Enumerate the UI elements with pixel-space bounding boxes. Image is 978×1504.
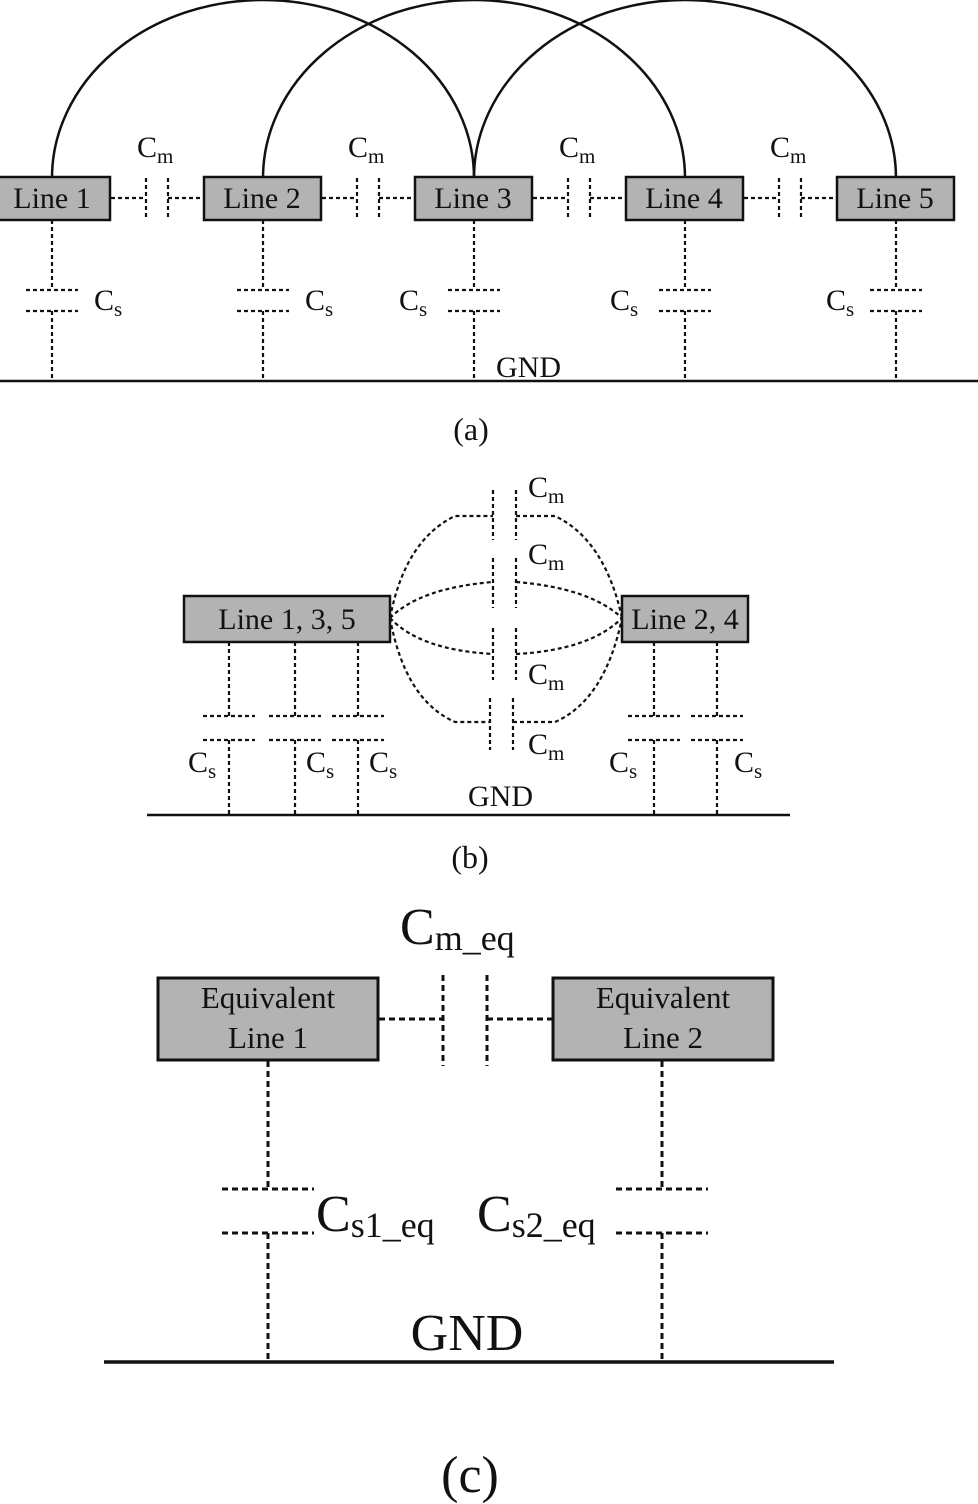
line-box-1: Line 1 [0, 175, 112, 222]
mutual-cap-label: Cm [770, 131, 806, 168]
ground-label-a: GND [496, 351, 561, 384]
self-cap-label-b4: Cs [609, 746, 637, 783]
mutual-eq-capacitor [379, 975, 552, 1066]
mutual-cap-label: Cm [137, 131, 173, 168]
mutual-cap-label: Cm [348, 131, 384, 168]
self-cap-label: Cs [399, 284, 427, 321]
self-capacitor-line4: Cs [610, 220, 711, 381]
mutual-cap-label-b4: Cm [528, 728, 564, 765]
line-box-3: Line 3 [413, 175, 534, 222]
self-capacitor-line2: Cs [237, 220, 333, 381]
mutual-cap-label-b2: Cm [528, 538, 564, 575]
self-cap-label: Cs [610, 284, 638, 321]
caption-c: (c) [441, 1447, 499, 1504]
mutual-cap-label-b1: Cm [528, 471, 564, 508]
panel-c: Cm_eq Cs1_eq Cs2_eq GND Equivalen [104, 899, 834, 1504]
self-eq-label-2: Cs2_eq [477, 1186, 596, 1245]
self-capacitor-line1: Cs [26, 220, 122, 381]
mutual-capacitor-4-5: Cm [744, 131, 836, 220]
mutual-cap-label: Cm [559, 131, 595, 168]
line-label: Line 3 [434, 182, 511, 215]
mutual-capacitor-3-4: Cm [533, 131, 625, 220]
panel-a: GND Cm Cm Cm Cm [0, 0, 978, 447]
self-eq-label-1: Cs1_eq [316, 1186, 435, 1245]
line-box-odd: Line 1, 3, 5 [182, 594, 392, 644]
line-box-4: Line 4 [624, 175, 745, 222]
line-box-even: Line 2, 4 [620, 594, 750, 644]
arc-line1-line3 [50, 0, 476, 179]
self-cap-label: Cs [826, 284, 854, 321]
self-cap-label: Cs [94, 284, 122, 321]
panel-b: GND Cm Cm Cm Cm [147, 471, 790, 875]
mutual-cap-label-b3: Cm [528, 658, 564, 695]
self-capacitors-odd [203, 642, 384, 815]
self-cap-label-b2: Cs [306, 746, 334, 783]
ground-label-c: GND [411, 1305, 524, 1362]
line-label: Line 4 [645, 182, 722, 215]
self-cap-label: Cs [305, 284, 333, 321]
self-capacitor-line3: Cs [399, 220, 500, 381]
caption-b: (b) [451, 839, 488, 875]
mutual-capacitor-plates-b [488, 490, 518, 750]
arc-line3-line5 [472, 0, 898, 179]
self-eq-capacitor-2 [616, 1061, 708, 1362]
ground-label-b: GND [468, 780, 533, 813]
line-label: Line 2, 4 [631, 603, 738, 636]
mutual-eq-label: Cm_eq [400, 899, 515, 958]
mutual-capacitor-1-2: Cm [111, 131, 203, 220]
line-label: Line 2 [223, 182, 300, 215]
mutual-capacitor-2-3: Cm [322, 131, 414, 220]
self-capacitor-line5: Cs [826, 220, 922, 381]
line-label: Line 5 [856, 182, 933, 215]
line-box-2: Line 2 [202, 175, 323, 222]
caption-a: (a) [453, 411, 489, 447]
line-label: Line 1 [13, 182, 90, 215]
self-cap-label-b3: Cs [369, 746, 397, 783]
line-box-5: Line 5 [835, 175, 956, 222]
line-label: Line 1, 3, 5 [218, 603, 355, 636]
arc-line2-line4 [261, 0, 687, 179]
self-eq-capacitor-1 [222, 1061, 314, 1362]
mutual-coupling-curves [388, 514, 624, 724]
self-capacitors-even [628, 642, 743, 815]
self-cap-label-b5: Cs [734, 746, 762, 783]
self-cap-label-b1: Cs [188, 746, 216, 783]
